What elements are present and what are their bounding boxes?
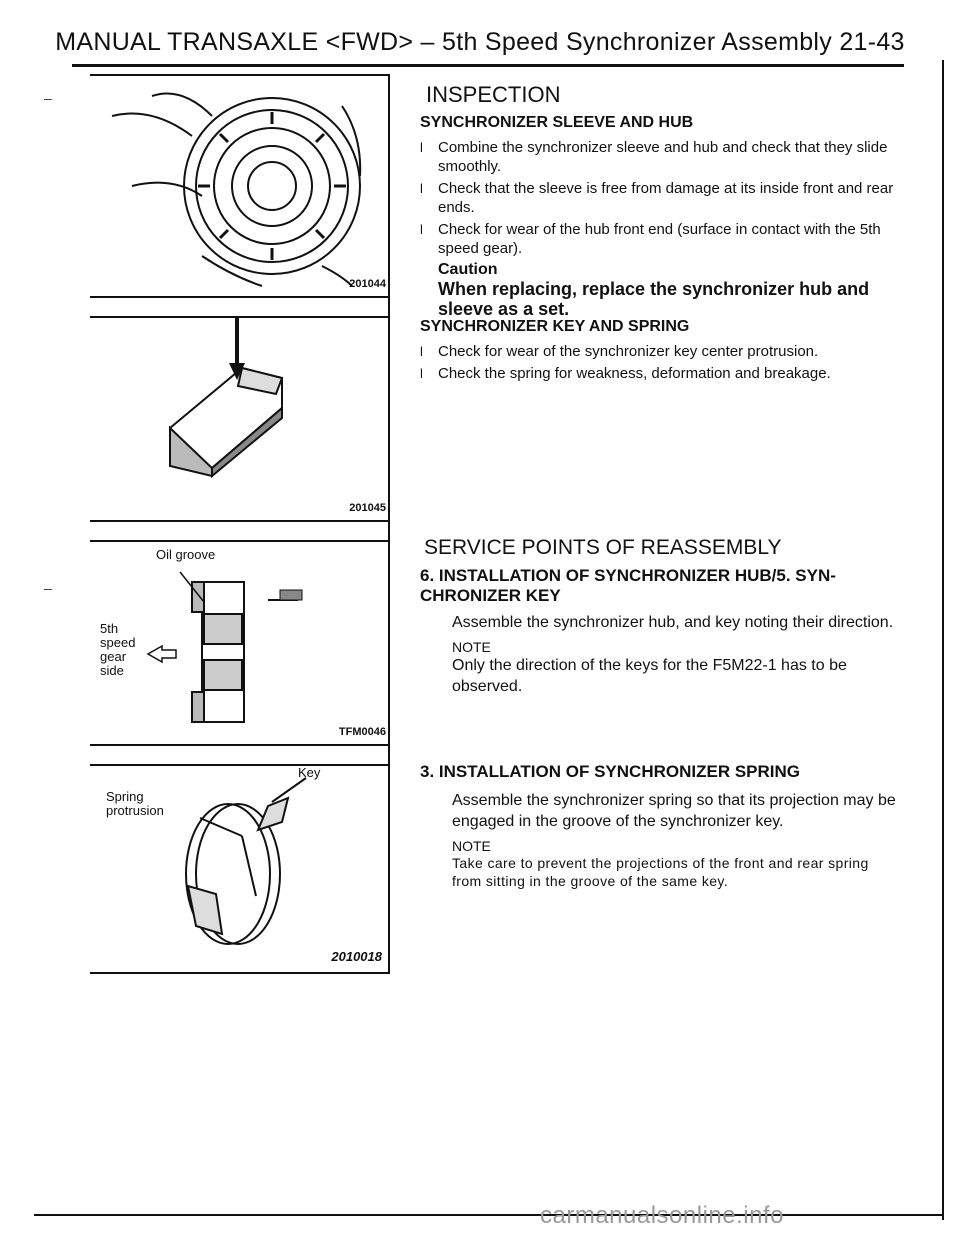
list-item: Check the spring for weakness, deformati… [420,364,900,383]
5th-label: 5th [100,621,119,636]
oil-groove-label: Oil groove [156,547,216,562]
sleeve-hub-title: SYNCHRONIZER SLEEVE AND HUB [420,114,694,131]
header-rule [72,64,904,67]
figure-hub-section: Oil groove 5th speed gear side TFM0046 [92,542,386,742]
list-item: Combine the synchronizer sleeve and hub … [420,138,900,176]
reassembly-heading: SERVICE POINTS OF REASSEMBLY [424,536,782,559]
sleeve-hub-section: SYNCHRONIZER SLEEVE AND HUB Combine the … [420,114,900,319]
key-label: Key [298,765,321,780]
gear-label: gear [100,649,127,664]
step3-title: 3. INSTALLATION OF SYNCHRONIZER SPRING [420,762,800,781]
key-spring-title: SYNCHRONIZER KEY AND SPRING [420,318,690,335]
figure-sleeve-hub: 201044 [92,76,386,294]
step6-note-text: Only the direction of the keys for the F… [452,657,847,695]
synchronizer-key-illustration [169,318,284,479]
margin-mark: – [44,90,52,106]
side-label: side [100,663,124,678]
protrusion-label: protrusion [106,803,164,818]
footer-rule [34,1214,942,1216]
caution-title: Caution [438,261,498,278]
step3-text: Assemble the synchronizer spring so that… [452,792,896,830]
spring-label: Spring [106,789,144,804]
figure-rule [90,540,388,542]
figure-rule [90,316,388,318]
figure-rule [90,744,388,746]
step3-section: 3. INSTALLATION OF SYNCHRONIZER SPRING A… [420,762,900,890]
step3-note-text: Take care to prevent the projections of … [452,855,869,889]
list-item: Check for wear of the hub front end (sur… [420,220,900,258]
caution-text: When replacing, replace the synchronizer… [438,279,870,319]
figure-rule [90,74,388,76]
figure-rule [90,296,388,298]
list-item: Check that the sleeve is free from damag… [420,179,900,217]
figure-synchronizer-key: 201045 [92,318,386,518]
inspection-heading: INSPECTION [426,82,561,107]
key-spring-section: SYNCHRONIZER KEY AND SPRING Check for we… [420,318,900,386]
margin-mark: – [44,580,52,596]
figure-id: 201044 [349,278,386,290]
list-item: Check for wear of the synchronizer key c… [420,342,900,361]
step6-title: 6. INSTALLATION OF SYNCHRONIZER HUB/5. S… [420,566,836,605]
step6-section: 6. INSTALLATION OF SYNCHRONIZER HUB/5. S… [420,566,900,697]
figure-id: 2010018 [331,949,382,964]
spring-key-illustration [185,777,307,945]
sleeve-hub-list: Combine the synchronizer sleeve and hub … [420,138,900,258]
step6-text: Assemble the synchronizer hub, and key n… [452,614,894,631]
right-edge-rule [942,60,944,1220]
key-spring-list: Check for wear of the synchronizer key c… [420,342,900,383]
watermark: carmanualsonline.info [540,1202,784,1229]
figure-rule [90,520,388,522]
speed-label: speed [100,635,136,650]
figure-spring-key: Key Spring protrusion 2010018 [92,766,386,970]
sleeve-hub-illustration [111,92,362,287]
figure-id: 201045 [349,502,386,514]
page-header: MANUAL TRANSAXLE <FWD> – 5th Speed Synch… [55,28,905,56]
step6-note-label: NOTE [452,639,491,655]
figure-column-divider [388,74,390,974]
figure-rule [90,764,388,766]
figure-rule [90,972,388,974]
step3-note-label: NOTE [452,838,491,854]
figure-id: TFM0046 [338,726,386,738]
hub-section-illustration [146,571,303,723]
